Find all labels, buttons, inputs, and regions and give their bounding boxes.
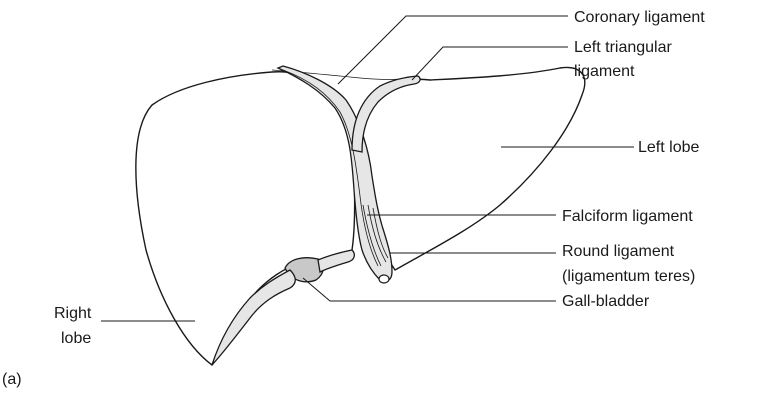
round-ligament-end [379,275,389,283]
label-left-lobe: Left lobe [638,139,699,156]
right-lobe-underside-strip [212,270,295,365]
leader-coronary [338,16,568,84]
leader-left-triangular [412,47,568,80]
label-round-ligament-line2: (ligamentum teres) [562,268,695,285]
left-triangular-ligament-shape [352,76,420,152]
label-round-ligament-line1: Round ligament [562,243,675,260]
leader-gall-bladder [303,278,556,301]
label-right-lobe-line1: Right [54,305,92,322]
label-gall-bladder: Gall-bladder [562,293,650,310]
label-falciform-ligament: Falciform ligament [562,208,693,225]
label-left-triangular-line2: ligament [574,63,635,80]
figure-label: (a) [2,371,22,388]
label-right-lobe-line2: lobe [61,330,91,347]
duct-connection [318,250,354,272]
label-coronary-ligament: Coronary ligament [574,9,705,26]
label-left-triangular-line1: Left triangular [574,39,673,56]
